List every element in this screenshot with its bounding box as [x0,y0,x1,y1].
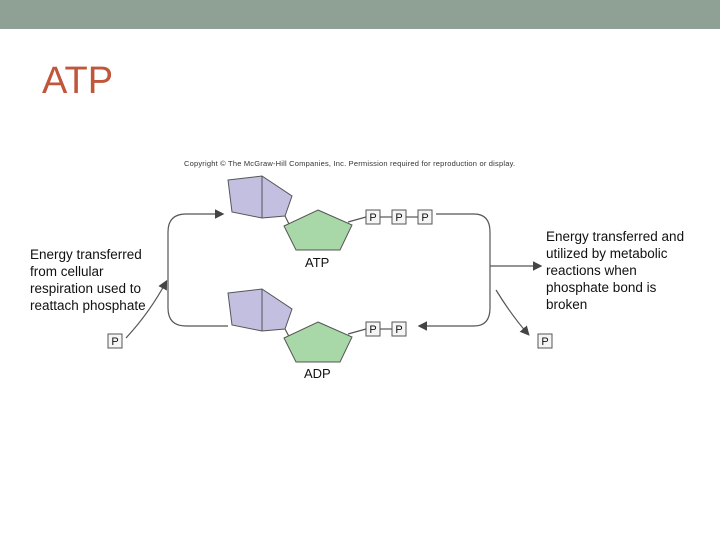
left-inorganic-phosphate [107,333,123,349]
atp-phosphate-3 [417,209,433,225]
left-inorganic-phosphate-label: P [111,336,118,348]
slide-title: ATP [42,60,114,102]
right-cycle-arrow [417,213,491,331]
right-inorganic-phosphate-label: P [541,336,548,348]
adp-molecule: P P [227,288,407,363]
atp-label: ATP [305,255,330,270]
top-bar [0,0,720,29]
atp-phosphate-1-label: P [369,212,376,224]
atp-phosphate-2-label: P [395,212,402,224]
right-inorganic-phosphate [537,333,553,349]
atp-adenine-shape [227,175,293,219]
adp-phosphate-2 [391,321,407,337]
adp-label: ADP [304,366,331,381]
adp-adenine-shape [227,288,293,332]
energy-utilized-text: Energy transferred and utilized by metab… [546,229,685,312]
adp-phosphate-2-label: P [395,324,402,336]
atp-ribose-shape [283,209,353,251]
right-inorganic-phosphate-arrow [495,289,530,336]
copyright-notice: Copyright © The McGraw-Hill Companies, I… [184,159,516,168]
adp-ribose-shape [283,321,353,363]
atp-molecule: P P P [227,175,433,251]
energy-from-respiration-text: Energy transferred from cellular respira… [30,247,146,313]
left-cycle-arrow [167,209,228,327]
atp-phosphate-3-label: P [421,212,428,224]
adp-phosphate-1-label: P [369,324,376,336]
left-inorganic-phosphate-arrow [125,279,168,339]
